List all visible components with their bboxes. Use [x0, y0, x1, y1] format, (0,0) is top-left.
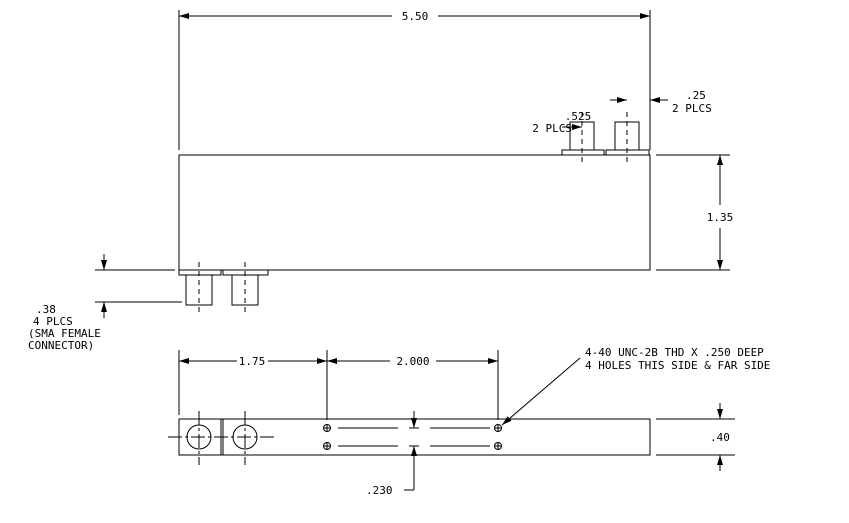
connector-spacing-label: .525: [565, 110, 592, 123]
bottom-view: 1.75 2.000 4-40 UNC-2B THD X .250 DEEP 4…: [168, 346, 770, 497]
connector-type-line1: (SMA FEMALE: [28, 327, 101, 340]
front-view: 5.50 .525 2 PLCS .25 2 PLCS 1.35 .38: [28, 10, 733, 352]
height-label: 1.35: [707, 211, 734, 224]
protrusion-qty: 4 PLCS: [33, 315, 73, 328]
protrusion-label: .38: [36, 303, 56, 316]
hole-note-line2: 4 HOLES THIS SIDE & FAR SIDE: [585, 359, 770, 372]
bottom-connectors: [178, 262, 269, 312]
dim-height: 1.35: [656, 154, 734, 271]
dim-connector-protrusion: .38 4 PLCS (SMA FEMALE CONNECTOR): [28, 254, 182, 352]
connector-offset-label: .25: [686, 89, 706, 102]
dim-overall-length: 5.50: [178, 10, 651, 150]
overall-length-label: 5.50: [402, 10, 429, 23]
hole-offset-label: 1.75: [239, 355, 266, 368]
dim-connector-spacing: .525 2 PLCS: [532, 110, 591, 135]
dim-hole-vertical-spacing: .230: [366, 411, 417, 497]
dim-thickness: .40: [656, 403, 735, 471]
thickness-label: .40: [710, 431, 730, 444]
connector-offset-qty: 2 PLCS: [672, 102, 712, 115]
mounting-holes: [323, 424, 502, 450]
dim-hole-positions: 1.75 2.000: [178, 350, 499, 420]
hole-spacing-label: 2.000: [396, 355, 429, 368]
connector-spacing-qty: 2 PLCS: [532, 122, 572, 135]
connector-type-line2: CONNECTOR): [28, 339, 94, 352]
housing-body: [178, 154, 651, 271]
dim-connector-offset: .25 2 PLCS: [610, 89, 712, 148]
hole-vertical-spacing-label: .230: [366, 484, 393, 497]
top-connectors: [561, 112, 650, 162]
hole-note-line1: 4-40 UNC-2B THD X .250 DEEP: [585, 346, 764, 359]
hole-thread-note: 4-40 UNC-2B THD X .250 DEEP 4 HOLES THIS…: [501, 346, 770, 426]
connector-circles: [168, 411, 277, 465]
